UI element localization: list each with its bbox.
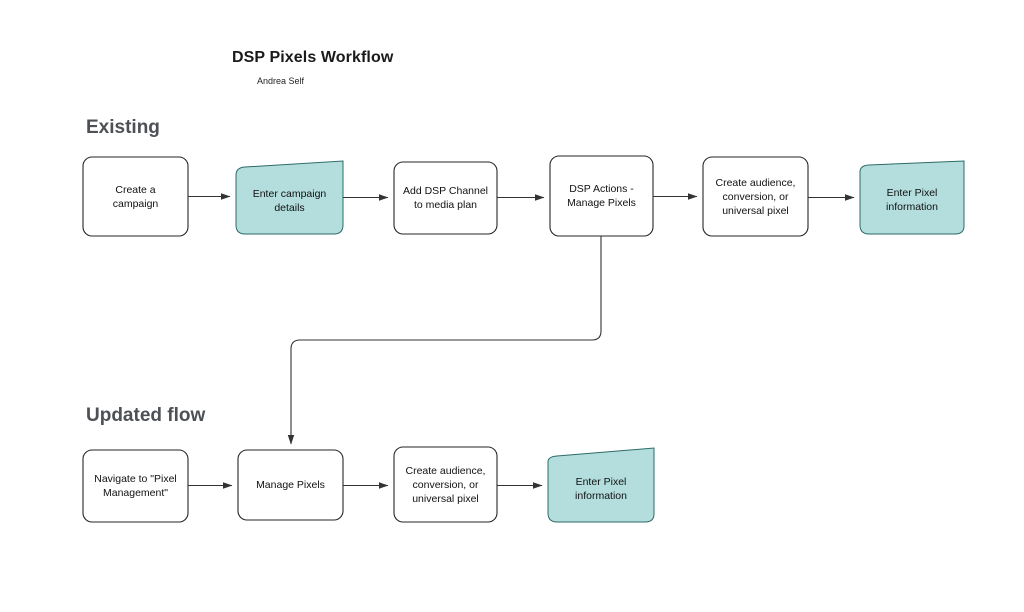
section-header-existing: Existing <box>86 117 160 138</box>
section-header-updated-flow: Updated flow <box>86 405 206 426</box>
page-title: DSP Pixels Workflow <box>232 49 394 66</box>
node-create-audience-conversion-or-universal-pixel[interactable] <box>702 156 809 237</box>
node-navigate-to-pixel-management[interactable] <box>82 449 189 523</box>
page-subtitle: Andrea Self <box>257 76 305 86</box>
node-add-dsp-channel-to-media-plan[interactable] <box>393 161 498 235</box>
connector-dsp-actions-to-manage-pixels <box>287 236 602 445</box>
node-enter-campaign-details[interactable] <box>235 160 344 235</box>
node-create-a-campaign[interactable] <box>82 156 189 237</box>
node-dsp-actions-manage-pixels[interactable] <box>549 155 654 237</box>
node-enter-pixel-information[interactable] <box>859 160 965 235</box>
node-manage-pixels[interactable] <box>237 449 344 521</box>
node-enter-pixel-information-2[interactable] <box>547 447 655 523</box>
node-create-audience-conversion-or-universal-pixel-2[interactable] <box>393 446 498 523</box>
